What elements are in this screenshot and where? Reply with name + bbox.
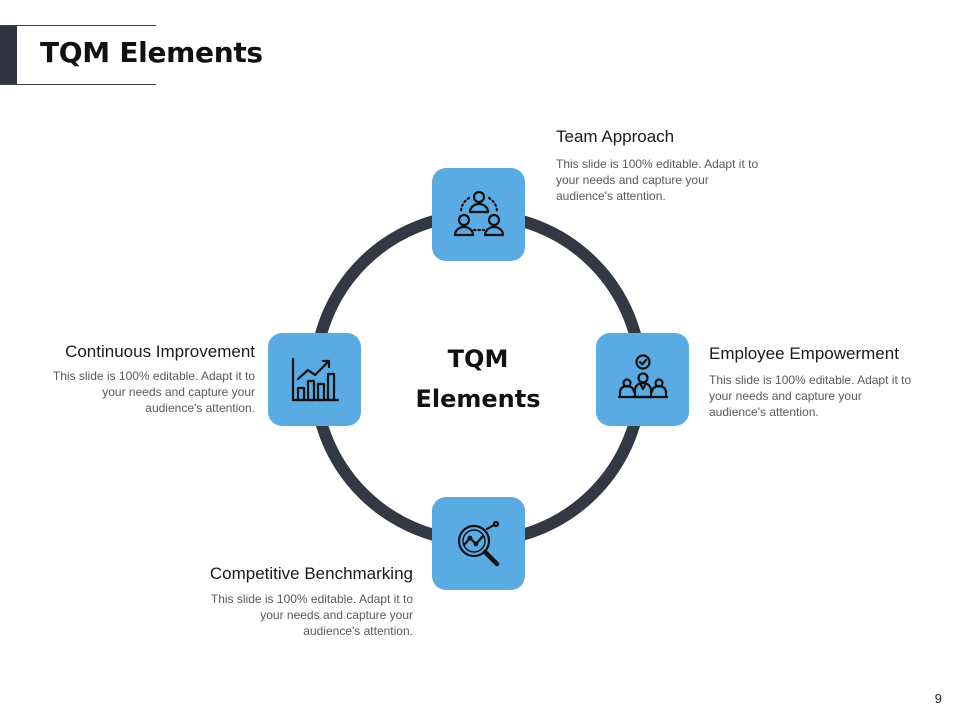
center-label-line1: TQM bbox=[447, 345, 509, 373]
center-label: TQM Elements bbox=[398, 339, 558, 419]
label-employee-empowerment-desc: This slide is 100% editable. Adapt it to… bbox=[709, 373, 912, 419]
title-frame bbox=[0, 25, 156, 85]
growth-chart-icon bbox=[291, 357, 339, 401]
team-icon bbox=[453, 190, 504, 236]
slide-title: TQM Elements bbox=[40, 36, 263, 69]
node-employee-empowerment bbox=[596, 333, 689, 426]
title-accent-bar bbox=[0, 25, 17, 85]
node-team-approach bbox=[432, 168, 525, 261]
center-label-line2: Elements bbox=[415, 385, 541, 413]
label-competitive-benchmarking-desc: This slide is 100% editable. Adapt it to… bbox=[210, 592, 413, 638]
node-continuous-improvement bbox=[268, 333, 361, 426]
label-continuous-improvement-title: Continuous Improvement bbox=[65, 342, 255, 361]
label-team-approach-desc: This slide is 100% editable. Adapt it to… bbox=[556, 157, 759, 203]
label-continuous-improvement-desc: This slide is 100% editable. Adapt it to… bbox=[52, 369, 255, 415]
label-employee-empowerment-title: Employee Empowerment bbox=[709, 344, 899, 363]
benchmark-magnifier-icon bbox=[457, 520, 499, 566]
label-competitive-benchmarking-title: Competitive Benchmarking bbox=[209, 564, 413, 583]
label-team-approach-title: Team Approach bbox=[556, 127, 675, 146]
node-competitive-benchmarking bbox=[432, 497, 525, 590]
empowerment-icon bbox=[617, 353, 668, 398]
page-number: 9 bbox=[934, 691, 942, 706]
